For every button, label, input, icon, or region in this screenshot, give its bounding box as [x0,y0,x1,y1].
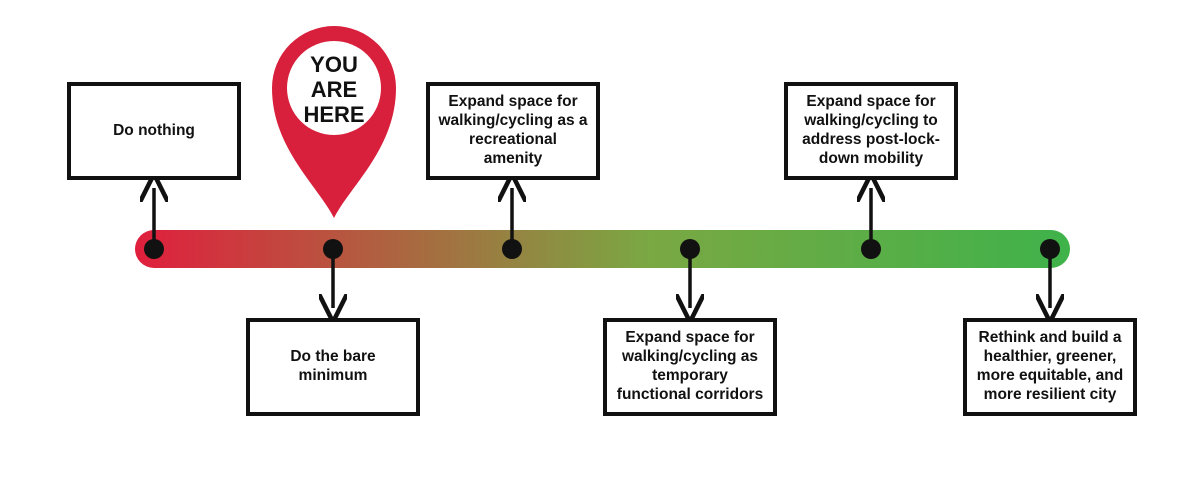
stage-dot [680,239,700,259]
pin-text-line3: HERE [303,102,364,127]
pin-inner-circle [287,41,381,135]
stage-dot [323,239,343,259]
stage-label: Expand space for walking/cycling as a re… [438,93,588,167]
stage-box-recreational-amenity: Expand space for walking/cycling as a re… [426,82,600,180]
stage-label: Do the bare minimum [290,348,376,384]
stage-box-temporary-corridors: Expand space for walking/cycling as temp… [603,318,777,416]
stage-box-post-lockdown-mobility: Expand space for walking/cycling to addr… [784,82,958,180]
stage-dot [1040,239,1060,259]
stage-dot [502,239,522,259]
pin-text-line2: ARE [311,77,357,102]
pin-text-line1: YOU [310,52,358,77]
stage-box-bare-minimum: Do the bare minimum [246,318,420,416]
stage-label: Expand space for walking/cycling to addr… [802,93,940,167]
stage-label: Expand space for walking/cycling as temp… [616,329,764,403]
stage-dot [144,239,164,259]
stage-dot [861,239,881,259]
you-are-here-pin: YOU ARE HERE [272,26,396,218]
progress-bar [135,230,1070,268]
stage-label: Do nothing [113,121,195,139]
stage-label: Rethink and build a healthier, greener, … [976,329,1124,403]
stage-box-resilient-city: Rethink and build a healthier, greener, … [963,318,1137,416]
stage-box-do-nothing: Do nothing [67,82,241,180]
